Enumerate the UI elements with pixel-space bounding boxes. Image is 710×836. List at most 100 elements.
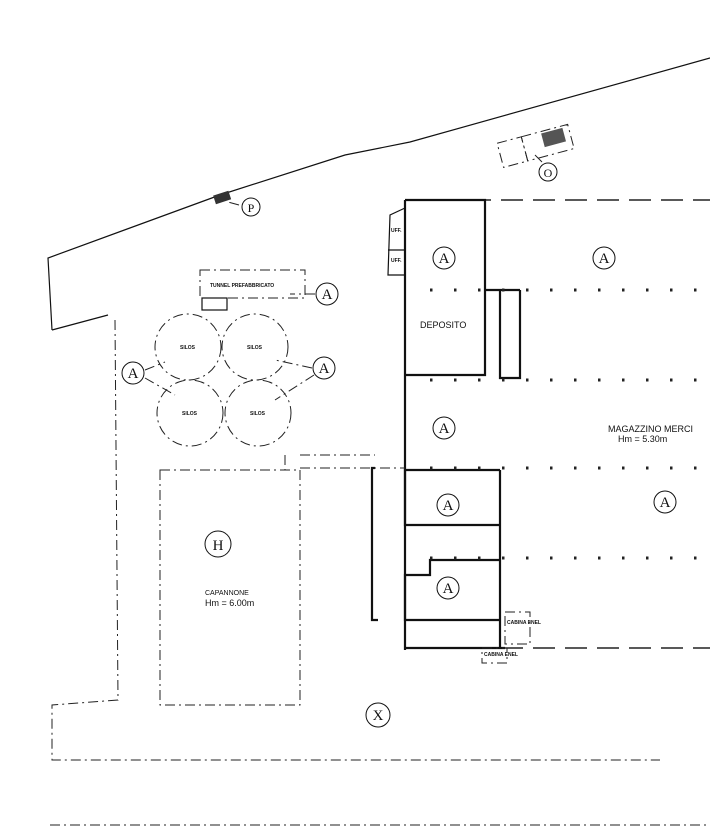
column-dot [598,466,601,470]
column-dot [454,556,457,560]
column-dot [670,466,673,470]
column-dot [574,556,577,560]
column-dot [598,556,601,560]
cabina-enel-1 [504,611,531,645]
zone-marker-a: A [592,246,616,270]
tunnel-label: TUNNEL PREFABBRICATO [210,283,274,289]
office-label: UFF. [391,228,402,234]
capannone-label: CAPANNONE [205,590,249,597]
structure-o [496,123,575,169]
deposito-label: DEPOSITO [420,320,466,330]
column-grid [430,288,697,560]
zone-marker-a: A [653,490,677,514]
svg-text:A: A [439,421,450,437]
column-dot [454,378,457,382]
internal-wall [498,290,522,380]
column-dot [430,556,433,560]
silo [154,313,222,381]
column-dot [502,556,505,560]
svg-text:A: A [128,366,139,382]
column-dot [694,288,697,292]
column-dot [526,556,529,560]
column-dot [646,288,649,292]
svg-text:H: H [213,538,224,554]
silo-label: SILOS [250,411,266,417]
column-dot [622,378,625,382]
column-dot [670,378,673,382]
silo-label: SILOS [247,345,263,351]
canopy [370,466,378,622]
boundary-corner [51,314,109,331]
svg-text:A: A [443,581,454,597]
column-dot [550,556,553,560]
silo [221,313,289,381]
column-dot [598,288,601,292]
zone-marker-a: A [315,282,339,306]
column-dot [646,466,649,470]
zone-marker-a: A [436,493,460,517]
tunnel [199,269,306,299]
road-edge [47,57,710,331]
silos-group: SILOS SILOS SILOS SILOS [154,313,292,447]
zone-marker-h: H [204,530,232,558]
zone-marker-o: O [538,162,558,182]
column-dot [478,288,481,292]
svg-text:A: A [599,251,610,267]
column-dot [670,556,673,560]
column-dot [430,288,433,292]
column-dot [694,466,697,470]
column-dot [526,466,529,470]
leader-lines [144,154,543,401]
zone-marker-a: A [432,416,456,440]
svg-text:X: X [373,708,384,724]
silo [156,379,224,447]
zone-marker-a: A [312,356,336,380]
cabina-label: CABINA ENEL [484,652,518,658]
silo-label: SILOS [180,345,196,351]
column-dot [622,556,625,560]
svg-text:A: A [443,498,454,514]
column-dot [574,288,577,292]
column-dot [526,288,529,292]
room-1 [403,468,500,527]
magazzino-label: MAGAZZINO MERCI [608,424,693,434]
column-dot [646,556,649,560]
column-dot [550,466,553,470]
column-dot [478,556,481,560]
zone-marker-a: A [432,246,456,270]
column-dot [622,288,625,292]
magazzino-height: Hm = 5.30m [618,434,667,444]
svg-text:A: A [319,361,330,377]
column-dot [694,378,697,382]
column-dot [550,378,553,382]
column-dot [478,378,481,382]
zone-marker-x: X [365,702,391,728]
capannone-height: Hm = 6.00m [205,598,254,608]
column-dot [526,378,529,382]
svg-text:A: A [439,251,450,267]
zone-marker-p: P [241,197,261,217]
capannone [159,469,301,706]
svg-text:O: O [544,166,553,180]
sign-p [213,190,232,205]
site-boundary [51,319,660,761]
column-dot [454,288,457,292]
column-dot [502,288,505,292]
column-dot [454,466,457,470]
column-dot [694,556,697,560]
svg-text:P: P [248,201,255,215]
cabina-label: CABINA ENEL [507,620,541,626]
column-dot [430,378,433,382]
column-dot [502,466,505,470]
column-dot [574,378,577,382]
silo [224,379,292,447]
column-dot [574,466,577,470]
office-label: UFF. [391,258,402,264]
zone-marker-a: A [436,576,460,600]
zone-marker-a: A [121,361,145,385]
column-dot [478,466,481,470]
column-dot [598,378,601,382]
office-block [387,207,406,276]
column-dot [670,288,673,292]
